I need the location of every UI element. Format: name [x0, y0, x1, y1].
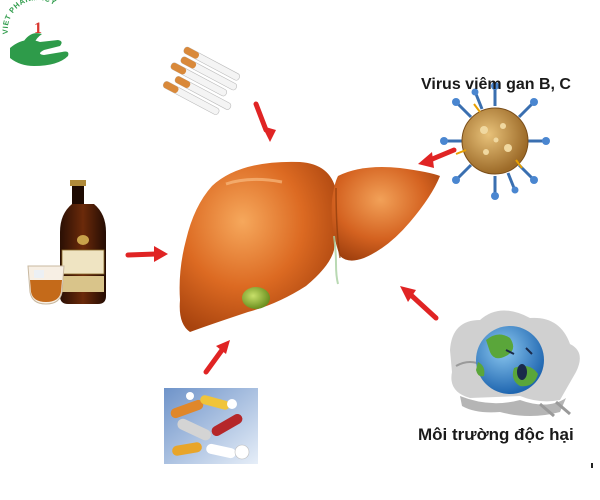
- viet-pharmacy-logo: 1 VIET PHARMACY: [1, 0, 69, 66]
- virus-icon: [440, 82, 550, 200]
- arrow-cigarettes-to-liver: [253, 101, 276, 142]
- arrow-alcohol-to-liver: [125, 246, 168, 262]
- cognac-glass-icon: [27, 265, 65, 305]
- logo-brand-text: VIET PHARMACY: [1, 0, 58, 34]
- polluted-earth-icon: [450, 310, 580, 418]
- svg-text:1: 1: [34, 20, 42, 37]
- arrow-virus-to-liver: [418, 147, 457, 168]
- hand-logo-icon: 1: [10, 20, 69, 66]
- pills-icon: [164, 388, 258, 464]
- arrow-environment-to-liver: [400, 286, 439, 321]
- cognac-bottle-icon: [60, 180, 106, 304]
- label-toxic-environment: Môi trường độc hại: [418, 425, 574, 444]
- arrow-pills-to-liver: [203, 340, 230, 375]
- label-hepatitis-virus: Virus viêm gan B, C: [421, 76, 571, 93]
- liver-icon: [179, 161, 440, 332]
- cigarettes-icon: [162, 46, 240, 115]
